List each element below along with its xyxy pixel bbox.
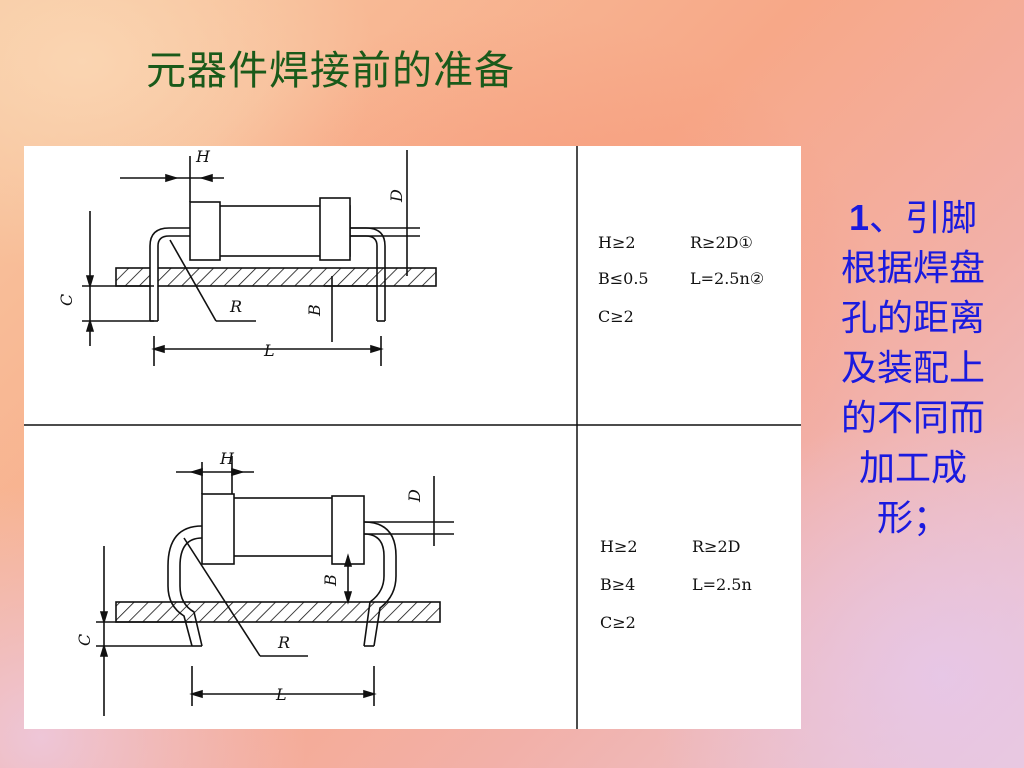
bottom-left-cap (201, 493, 235, 565)
top-right-cap (319, 197, 351, 261)
top-spec-1a: H≥2 (598, 233, 636, 252)
top-spec-2b: L=2.5n② (690, 269, 764, 288)
slide-title: 元器件焊接前的准备 (146, 48, 515, 94)
side-description-body: 、引脚根据焊盘孔的距离及装配上的不同而加工成形； (840, 198, 985, 539)
top-label-h: H (195, 147, 211, 166)
bottom-spec-1a: H≥2 (600, 537, 638, 556)
bottom-label-h: H (219, 449, 235, 468)
bottom-label-r: R (277, 633, 290, 652)
bottom-label-b: B (321, 574, 340, 587)
bottom-resistor-body (229, 497, 337, 557)
top-pcb-board (115, 267, 437, 287)
side-description-number: 1 (848, 197, 869, 238)
bottom-spec-1b: R≥2D (692, 537, 740, 556)
top-left-lead (149, 227, 216, 321)
top-spec-3a: C≥2 (598, 307, 634, 326)
top-left-cap (189, 201, 221, 261)
bottom-label-c: C (75, 634, 94, 646)
top-label-c: C (57, 294, 76, 306)
bottom-spec-2b: L=2.5n (692, 575, 752, 594)
bottom-label-d: D (405, 489, 424, 503)
bottom-diagram (96, 456, 454, 716)
bottom-spec-3a: C≥2 (600, 613, 636, 632)
top-diagram (82, 150, 437, 366)
bottom-right-cap (331, 495, 365, 565)
top-label-d: D (387, 189, 406, 203)
bottom-right-lead (363, 521, 397, 647)
top-label-b: B (305, 304, 324, 317)
top-label-l: L (263, 341, 275, 360)
top-spec-2a: B≤0.5 (598, 269, 649, 288)
bottom-left-lead (167, 525, 203, 647)
bottom-spec-2a: B≥4 (600, 575, 635, 594)
top-label-r: R (229, 297, 242, 316)
bottom-label-l: L (275, 685, 287, 704)
lead-forming-svg: H D C B R L H≥2 R≥2D① B≤0.5 L=2.5n② C≥2 (24, 146, 801, 729)
side-description: 1、引脚根据焊盘孔的距离及装配上的不同而加工成形； (838, 193, 988, 544)
lead-forming-diagram: H D C B R L H≥2 R≥2D① B≤0.5 L=2.5n② C≥2 (24, 146, 801, 729)
top-spec-1b: R≥2D① (690, 233, 753, 252)
bottom-pcb-board (115, 601, 441, 623)
